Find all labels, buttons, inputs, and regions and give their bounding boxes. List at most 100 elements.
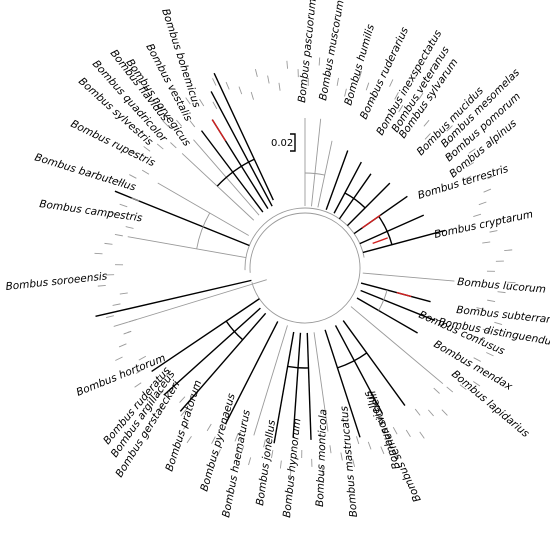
highlight-branch-1	[361, 214, 381, 229]
branch-3	[200, 130, 264, 213]
tip-58	[405, 429, 411, 438]
tip-52	[414, 408, 421, 416]
tip-82	[329, 445, 332, 454]
branch-35	[317, 140, 333, 208]
taxon-label-hypnorum: Bombus hypnorum	[281, 418, 303, 519]
clade-arc-3	[287, 365, 309, 369]
tip--119	[212, 101, 218, 110]
tip--71	[365, 82, 370, 91]
clade-arc-0	[216, 158, 255, 187]
tip-124	[186, 436, 192, 444]
tip--149	[141, 169, 150, 175]
tip-148	[135, 368, 144, 374]
highlight-branch-2	[372, 237, 388, 245]
tip-55	[419, 431, 425, 439]
branch-20	[324, 329, 361, 438]
branch-13	[179, 312, 267, 412]
branch-5	[181, 153, 255, 221]
tip-40	[446, 386, 454, 393]
tip-37	[459, 384, 467, 390]
tip-139	[156, 390, 164, 397]
branch-26	[360, 282, 431, 303]
branch-19	[313, 332, 329, 432]
tip-22	[470, 334, 479, 339]
tip-94	[289, 470, 292, 479]
tip--128	[189, 120, 196, 128]
tip--11	[489, 230, 498, 233]
tip-109	[240, 445, 245, 454]
tip-118	[211, 436, 216, 444]
clade-arc-2	[225, 320, 244, 341]
tip-43	[433, 387, 440, 394]
tip--59	[398, 104, 404, 113]
tip-70	[367, 441, 372, 450]
tip--68	[371, 94, 376, 103]
tip--35	[468, 148, 476, 154]
tip-13	[476, 307, 485, 310]
tip--101	[267, 75, 270, 84]
tip-64	[393, 450, 398, 458]
branch-16	[273, 331, 295, 444]
tip-25	[486, 352, 494, 357]
tip--53	[421, 106, 427, 114]
tip--152	[129, 174, 137, 179]
scale-bar-line	[290, 133, 296, 152]
tip-7	[497, 291, 506, 294]
tip-130	[180, 409, 187, 417]
branch-0	[213, 72, 274, 201]
tip-160	[123, 330, 132, 335]
branch-23	[350, 306, 444, 385]
tip-115	[216, 449, 221, 457]
highlight-branch-3	[396, 291, 412, 298]
tip-133	[179, 396, 186, 403]
tip-145	[134, 382, 142, 388]
clade-arc-1	[196, 212, 211, 249]
tip-31	[460, 361, 469, 367]
tip--86	[318, 57, 321, 66]
tip--56	[418, 92, 424, 100]
tip--191	[112, 303, 121, 306]
tip--5	[504, 249, 513, 252]
tip--173	[104, 242, 113, 245]
tip-49	[427, 409, 434, 417]
tip--185	[97, 284, 106, 287]
branch-14	[224, 321, 279, 425]
tip-10	[487, 299, 496, 302]
tip-121	[206, 423, 212, 432]
tip-85	[321, 467, 324, 476]
tip--197	[128, 319, 137, 323]
taxon-label-cryptarum: Bombus cryptarum	[433, 208, 534, 241]
tip-76	[352, 459, 356, 468]
tip--158	[131, 197, 140, 202]
tip--32	[466, 162, 475, 168]
taxon-label-semenoviellus: Bombus semenoviellus	[361, 388, 423, 503]
branch-1	[210, 91, 273, 207]
tip-4	[507, 281, 516, 284]
tip-16	[494, 321, 503, 325]
highlight-branch-0	[211, 119, 227, 142]
branch-30	[353, 195, 408, 235]
tip-112	[234, 433, 239, 442]
tip--137	[170, 142, 177, 149]
scale-bar: 0.02	[271, 133, 296, 152]
taxon-label-mastrucatus: Bombus mastrucatus	[338, 405, 360, 518]
tip--20	[478, 201, 487, 206]
tip--122	[199, 98, 205, 107]
taxon-label-lucorum: Bombus lucorum	[457, 276, 547, 296]
tip--116	[212, 78, 217, 86]
branch-25	[360, 289, 436, 322]
branch-18	[306, 332, 312, 440]
branch-11	[151, 298, 260, 373]
branch-9	[113, 279, 267, 327]
tip--113	[225, 81, 230, 90]
tip-154	[115, 356, 123, 361]
tip--14	[496, 217, 505, 221]
branch-24	[356, 297, 418, 334]
tip--95	[286, 60, 289, 69]
tip--44	[446, 125, 453, 132]
tip--83	[328, 67, 331, 76]
tip--104	[254, 68, 258, 77]
tip-67	[380, 446, 385, 455]
tip-142	[157, 377, 165, 384]
